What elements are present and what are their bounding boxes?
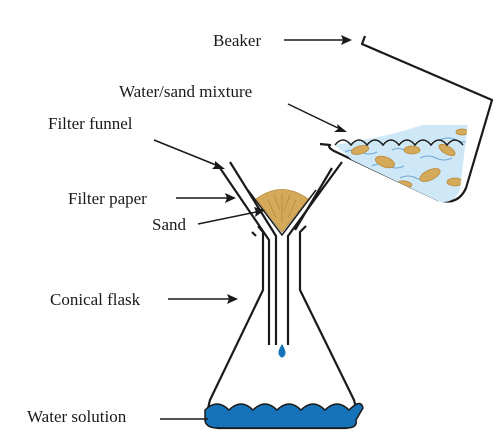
label-filter-paper: Filter paper: [68, 189, 147, 208]
label-flask-group: Conical flask: [50, 290, 238, 309]
label-solution: Water solution: [27, 407, 127, 426]
label-funnel-group: Filter funnel: [48, 114, 225, 169]
conical-flask: [206, 225, 358, 430]
sand-pile: [255, 189, 309, 233]
label-filter-paper-group: Filter paper: [68, 189, 236, 208]
beaker: [319, 35, 494, 203]
label-solution-group: Water solution: [27, 407, 208, 426]
beaker-mixture: [335, 125, 470, 203]
mixture-surface: [334, 139, 464, 147]
flask-solution: [204, 402, 364, 429]
label-sand: Sand: [152, 215, 187, 234]
label-sand-group: Sand: [152, 207, 265, 234]
label-beaker-group: Beaker: [213, 31, 352, 50]
filter-funnel: [219, 161, 343, 345]
label-mixture-group: Water/sand mixture: [119, 82, 347, 132]
label-mixture: Water/sand mixture: [119, 82, 252, 101]
filter-paper: [247, 189, 317, 237]
label-funnel: Filter funnel: [48, 114, 133, 133]
label-flask: Conical flask: [50, 290, 141, 309]
label-beaker: Beaker: [213, 31, 261, 50]
water-drop: [278, 344, 286, 358]
